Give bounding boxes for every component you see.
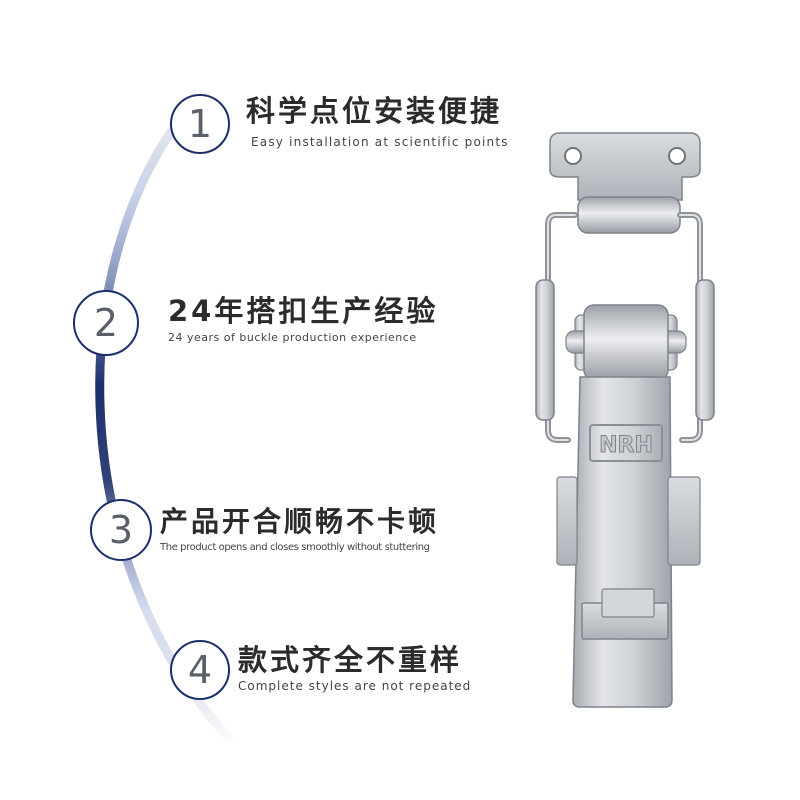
hook-flange-right xyxy=(667,476,701,566)
mount-hole-left xyxy=(564,147,582,165)
mount-plate xyxy=(549,132,701,201)
feature-subtitle-3: The product opens and closes smoothly wi… xyxy=(160,542,430,553)
logo-text: NRH xyxy=(599,433,653,458)
feature-title-1: 科学点位安装便捷 xyxy=(246,94,503,128)
number-badge-3: 3 xyxy=(90,499,152,561)
mount-hole-right xyxy=(668,147,686,165)
number-badge-1: 1 xyxy=(170,94,230,154)
number-badge-4: 4 xyxy=(170,640,230,700)
hook-flange-left xyxy=(556,476,578,566)
lever-hinge-roll xyxy=(583,304,669,381)
feature-subtitle-2: 24 years of buckle production experience xyxy=(168,331,417,344)
feature-title-4: 款式齐全不重样 xyxy=(238,643,463,677)
feature-title-3: 产品开合顺畅不卡顿 xyxy=(160,505,440,538)
side-tab-right xyxy=(695,279,715,421)
number-badge-2: 2 xyxy=(73,290,139,356)
feature-title-2: 24年搭扣生产经验 xyxy=(168,294,439,328)
catch-slot xyxy=(601,588,655,618)
feature-subtitle-4: Complete styles are not repeated xyxy=(238,679,472,693)
toggle-latch-image: NRH xyxy=(535,132,715,708)
lever-body xyxy=(572,376,673,708)
logo-emboss xyxy=(589,424,663,462)
top-hinge-roll xyxy=(577,196,681,234)
side-tab-left xyxy=(535,279,555,421)
feature-subtitle-1: Easy installation at scientific points xyxy=(251,135,509,149)
